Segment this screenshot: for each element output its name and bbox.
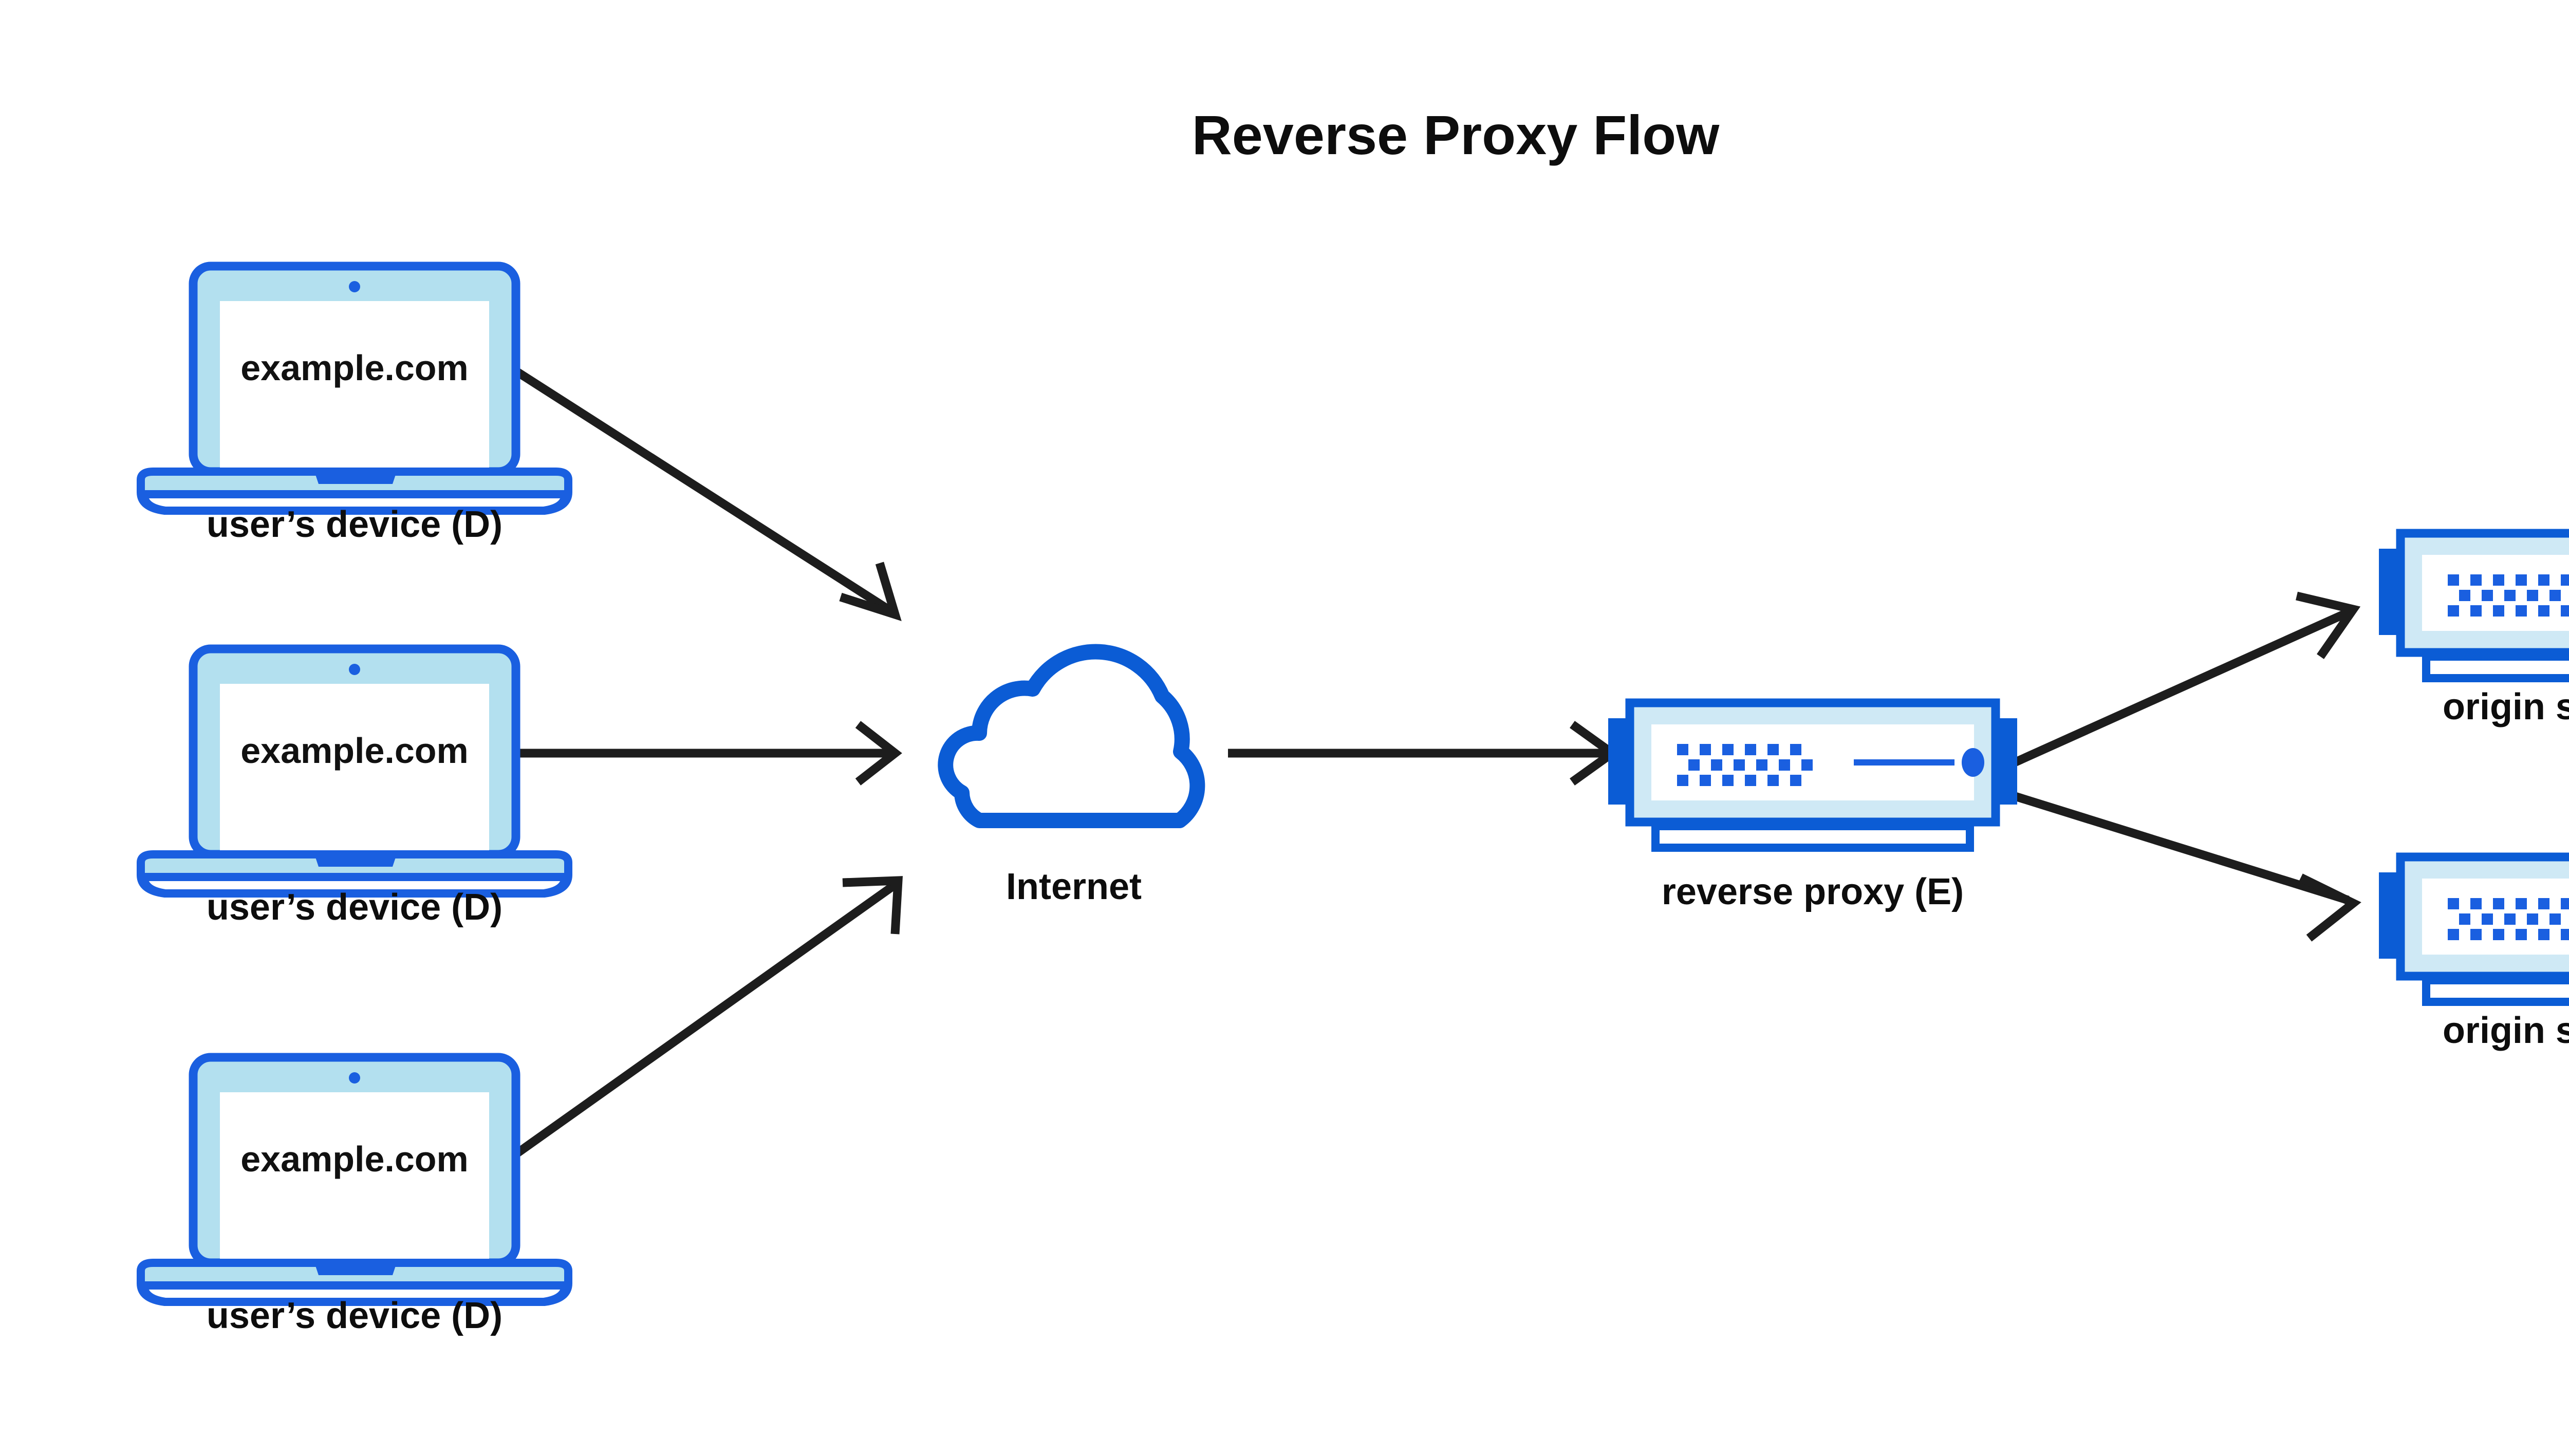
server-icon	[2379, 533, 2569, 678]
origin-server-label: origin server (F)	[2443, 1010, 2569, 1051]
device-label: user’s device (D)	[207, 1295, 502, 1336]
cloud-icon	[945, 652, 1197, 820]
node-origin-server-2[interactable]: origin server (F)	[2379, 857, 2569, 1051]
node-origin-server-1[interactable]: origin server (F)	[2379, 533, 2569, 727]
device-screen-text: example.com	[240, 348, 469, 388]
device-screen-text: example.com	[240, 1139, 469, 1179]
edge-layer	[501, 361, 2361, 1165]
server-icon	[1608, 703, 2017, 848]
edge-device3-internet	[504, 876, 903, 1165]
edge-device1-internet	[504, 361, 902, 622]
device-label: user’s device (D)	[207, 887, 502, 928]
laptop-icon	[141, 266, 568, 511]
node-device-3[interactable]: example.com user’s device (D)	[141, 1057, 568, 1336]
laptop-icon	[141, 1057, 568, 1302]
reverse-proxy-label: reverse proxy (E)	[1662, 871, 1964, 912]
node-device-1[interactable]: example.com user’s device (D)	[141, 266, 568, 545]
node-reverse-proxy[interactable]: reverse proxy (E)	[1608, 703, 2017, 912]
node-device-2[interactable]: example.com user’s device (D)	[141, 649, 568, 928]
page-title: Reverse Proxy Flow	[1192, 104, 1720, 166]
edge-internet-proxy	[1228, 721, 1620, 786]
laptop-icon	[141, 649, 568, 893]
edge-device2-internet	[501, 721, 902, 786]
origin-server-label: origin server (F)	[2443, 686, 2569, 727]
node-internet[interactable]: Internet	[945, 652, 1197, 907]
edge-proxy-origin1	[1997, 591, 2361, 774]
edge-proxy-origin2	[1997, 787, 2361, 942]
device-screen-text: example.com	[240, 731, 469, 771]
internet-label: Internet	[1006, 866, 1142, 907]
device-label: user’s device (D)	[207, 504, 502, 545]
server-icon	[2379, 857, 2569, 1002]
